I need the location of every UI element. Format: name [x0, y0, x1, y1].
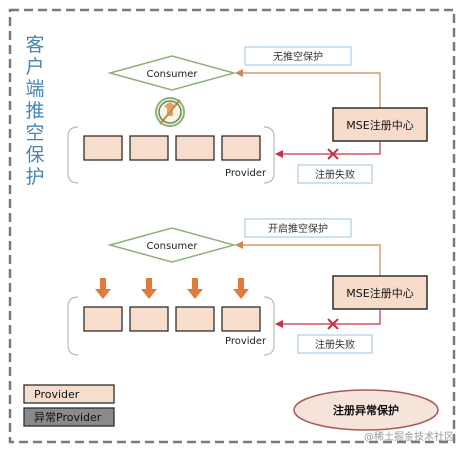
no-push-icon	[155, 97, 185, 127]
bottom-provider-box	[221, 306, 261, 332]
top-push-arrow	[235, 69, 381, 108]
bottom-fail-box	[297, 334, 373, 354]
badge-ellipse	[293, 389, 439, 431]
bottom-provider-box	[83, 306, 123, 332]
badge-label: 注册异常保护	[333, 403, 399, 417]
top-provider-box	[175, 135, 215, 161]
legend-provider-swatch	[23, 384, 115, 404]
top-provider-box	[129, 135, 169, 161]
legend-provider-label: Provider	[34, 388, 80, 401]
down-arrow-icon	[95, 278, 111, 299]
bottom-registry-label: MSE注册中心	[346, 286, 413, 300]
top-fail-x-icon	[327, 148, 339, 160]
watermark: @稀土掘金技术社区	[364, 430, 454, 443]
bottom-consumer-diamond	[107, 227, 237, 263]
legend-abnormal-swatch	[23, 407, 115, 427]
top-provider-bracket-left	[67, 126, 79, 184]
down-arrow-icon	[187, 278, 203, 299]
top-fail-box	[297, 164, 373, 184]
top-consumer-label: Consumer	[147, 69, 199, 80]
down-arrow-icon	[233, 278, 249, 299]
top-provider-box	[221, 135, 261, 161]
top-registry-label: MSE注册中心	[346, 118, 413, 132]
bottom-fail-arrow	[275, 309, 381, 328]
bottom-provider-label: Provider	[225, 336, 267, 347]
bottom-push-arrow	[235, 241, 381, 276]
bottom-fail-label: 注册失败	[315, 338, 355, 351]
outer-dashed-frame	[8, 8, 456, 444]
bottom-status-box	[244, 218, 352, 238]
bottom-consumer-label: Consumer	[147, 241, 199, 252]
top-consumer-diamond	[107, 55, 237, 91]
top-fail-label: 注册失败	[315, 168, 355, 181]
bottom-fail-x-icon	[327, 318, 339, 330]
down-arrow-icon	[141, 278, 157, 299]
top-provider-box	[83, 135, 123, 161]
top-status-label: 无推空保护	[273, 50, 323, 63]
top-provider-bracket-right	[263, 126, 275, 184]
legend-abnormal-label: 异常Provider	[34, 411, 102, 424]
top-provider-label: Provider	[225, 168, 267, 179]
bottom-status-label: 开启推空保护	[268, 222, 328, 235]
bottom-provider-box	[175, 306, 215, 332]
bottom-provider-box	[129, 306, 169, 332]
section-title: 客户端推空保护	[25, 34, 45, 188]
bottom-provider-bracket-left	[67, 296, 79, 356]
bottom-provider-bracket-right	[263, 296, 275, 356]
top-fail-arrow	[275, 141, 381, 158]
top-status-box	[244, 46, 352, 66]
